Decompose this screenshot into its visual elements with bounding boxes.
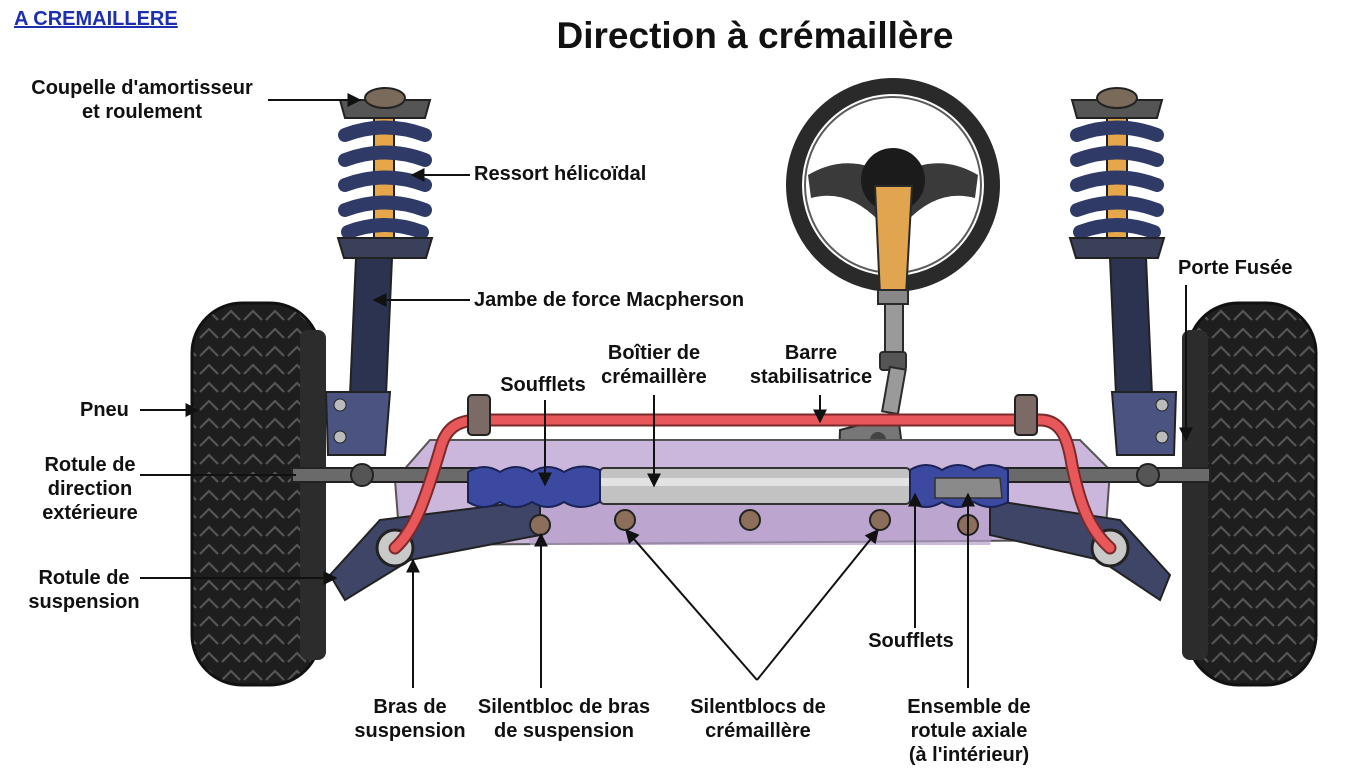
label-boitier: Boîtier de crémaillère (601, 342, 707, 388)
header-link[interactable]: A CREMAILLERE (14, 8, 178, 30)
label-rotule-suspension: Rotule de suspension (28, 567, 140, 613)
label-jambe: Jambe de force Macpherson (474, 289, 745, 311)
leader-silentblocs-left (625, 528, 758, 681)
label-bras: Bras de suspension (354, 696, 466, 742)
label-ensemble-rotule: Ensemble de rotule axiale (à l'intérieur… (907, 696, 1031, 766)
right-rack-boot (909, 464, 1009, 508)
rack-housing (599, 467, 911, 505)
label-silentblocs-cremaillere: Silentblocs de crémaillère (690, 696, 826, 742)
label-silentbloc-bras: Silentbloc de bras de suspension (477, 696, 651, 742)
right-tire (1182, 301, 1318, 687)
left-rack-boot (467, 465, 601, 508)
label-barre: Barre stabilisatrice (749, 342, 873, 388)
stabilizer-bar (388, 394, 1117, 555)
label-soufflets-bottom: Soufflets (868, 630, 954, 652)
label-coupelle: Coupelle d'amortisseur et roulement (31, 77, 253, 123)
right-strut (1068, 87, 1178, 456)
label-porte-fusee: Porte Fusée (1178, 257, 1293, 279)
diagram-title: Direction à crémaillère (556, 15, 954, 56)
label-pneu: Pneu (80, 399, 129, 421)
leader-silentblocs-right (756, 528, 879, 681)
rack-silentblocs (529, 509, 979, 536)
leader-lines (140, 93, 1193, 688)
label-rotule-direction: Rotule de direction extérieure (42, 454, 138, 524)
left-tire (190, 301, 326, 687)
left-strut (324, 87, 434, 456)
label-soufflets-top: Soufflets (500, 374, 586, 396)
left-control-arm (328, 498, 541, 602)
label-ressort: Ressort hélicoïdal (474, 163, 647, 185)
